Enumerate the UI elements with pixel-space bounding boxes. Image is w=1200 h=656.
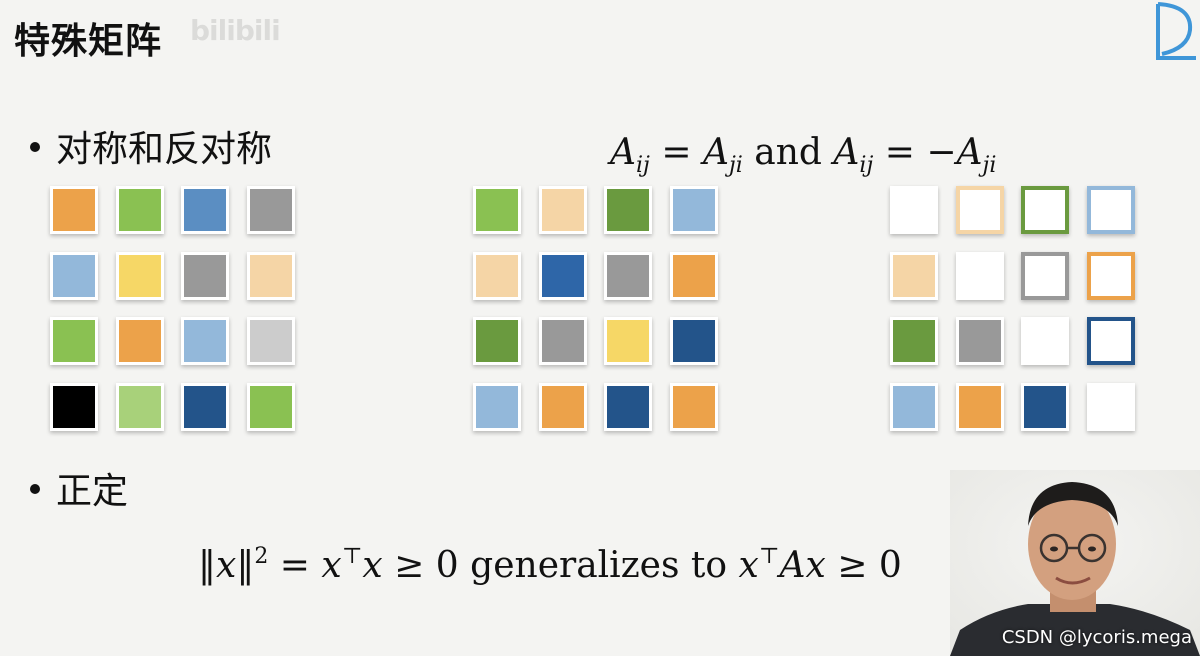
matrix-cell: [247, 186, 295, 234]
matrix-cell: [50, 383, 98, 431]
matrix-cell: [1021, 252, 1069, 300]
matrix-cell: [1087, 186, 1135, 234]
matrix-cell: [956, 252, 1004, 300]
matrix-cell: [890, 252, 938, 300]
matrix-cell: [539, 186, 587, 234]
matrix-cell: [1087, 383, 1135, 431]
matrix-cell: [473, 186, 521, 234]
matrix-cell: [539, 317, 587, 365]
matrix-cell: [181, 317, 229, 365]
logo-icon: [1156, 2, 1196, 60]
matrix-cell: [247, 383, 295, 431]
matrix-cell: [116, 252, 164, 300]
matrix-cell: [116, 383, 164, 431]
symmetric-matrix: [473, 186, 735, 448]
matrix-cell: [181, 186, 229, 234]
matrix-cell: [670, 317, 718, 365]
presenter-figure: [950, 470, 1200, 656]
bullet-dot-icon: [30, 142, 40, 152]
matrix-cell: [956, 383, 1004, 431]
matrix-cell: [116, 317, 164, 365]
general-matrix: [50, 186, 312, 448]
matrix-cell: [473, 383, 521, 431]
matrix-cell: [539, 383, 587, 431]
matrix-cell: [1087, 252, 1135, 300]
bullet-positive-definite-text: 正定: [56, 471, 129, 512]
matrix-cell: [247, 252, 295, 300]
bullet-dot-icon: [30, 484, 40, 494]
bullet-symmetric: 对称和反对称: [30, 120, 272, 172]
matrix-cell: [473, 252, 521, 300]
matrix-cell: [604, 252, 652, 300]
matrix-cell: [956, 186, 1004, 234]
bullet-positive-definite: 正定: [30, 462, 128, 514]
matrix-cell: [890, 317, 938, 365]
matrix-cell: [1021, 317, 1069, 365]
slide-title: 特殊矩阵: [14, 21, 163, 62]
symmetric-formula: Aij = Aji and Aij = −Aji: [610, 132, 997, 178]
matrix-cell: [181, 383, 229, 431]
credit-watermark: CSDN @lycoris.mega: [1001, 627, 1192, 648]
matrix-cell: [1021, 383, 1069, 431]
matrix-cell: [50, 186, 98, 234]
matrix-cell: [670, 186, 718, 234]
matrix-cell: [181, 252, 229, 300]
matrix-cell: [1021, 186, 1069, 234]
matrix-cell: [116, 186, 164, 234]
presenter-video: CSDN @lycoris.mega: [950, 470, 1200, 656]
matrix-cell: [890, 383, 938, 431]
matrix-cell: [50, 317, 98, 365]
matrix-cell: [604, 186, 652, 234]
matrix-cell: [50, 252, 98, 300]
bilibili-watermark: bilibili: [190, 14, 281, 47]
matrix-cell: [473, 317, 521, 365]
matrix-cell: [956, 317, 1004, 365]
matrix-cell: [670, 383, 718, 431]
matrix-cell: [670, 252, 718, 300]
bullet-symmetric-text: 对称和反对称: [56, 129, 273, 170]
positive-definite-formula: ‖x‖2 = x⊤x ≥ 0 generalizes to x⊤Ax ≥ 0: [198, 544, 902, 586]
matrix-cell: [539, 252, 587, 300]
antisymmetric-matrix: [890, 186, 1152, 448]
matrix-cell: [604, 317, 652, 365]
matrix-cell: [604, 383, 652, 431]
matrix-cell: [1087, 317, 1135, 365]
matrix-cell: [890, 186, 938, 234]
matrix-cell: [247, 317, 295, 365]
